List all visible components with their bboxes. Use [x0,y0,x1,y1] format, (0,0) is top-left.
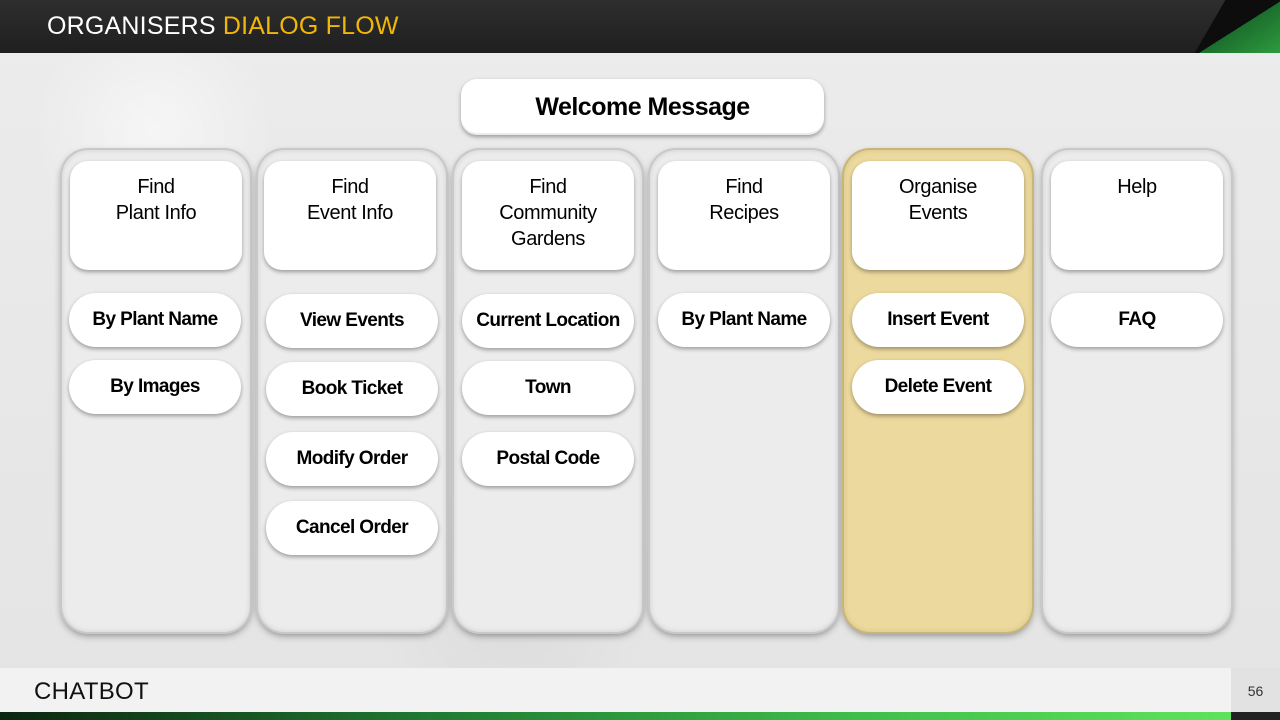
bottom-bar-end [1231,712,1280,720]
page-number: 56 [1247,683,1264,699]
column-title-line: Community [499,202,597,224]
column-title-box: Find Event Info [264,161,436,270]
slide-title: ORGANISERS DIALOG FLOW [47,12,399,41]
column-find-community-gardens: Find Community Gardens Current Location … [454,150,642,632]
column-title-line: Find [725,176,763,198]
column-title-line: Find [137,176,175,198]
column-title-box: Help [1051,161,1223,270]
column-help: Help FAQ [1043,150,1231,632]
option-cancel-order: Cancel Order [266,501,438,555]
column-title-box: Find Recipes [658,161,830,270]
column-title-line: Organise [899,176,977,198]
column-organise-events: Organise Events Insert Event Delete Even… [844,150,1032,632]
column-title-line: Find [331,176,369,198]
option-postal-code: Postal Code [462,432,634,486]
option-faq: FAQ [1051,293,1223,347]
footer-bar [0,668,1231,712]
column-title-line: Find [529,176,567,198]
column-find-plant-info: Find Plant Info By Plant Name By Images [62,150,250,632]
option-current-location: Current Location [462,294,634,348]
column-title-line: Help [1117,176,1157,198]
bottom-gradient-bar [0,712,1231,720]
page-number-box [1231,668,1280,712]
column-title-line: Gardens [511,228,585,250]
column-title-line: Events [908,202,968,224]
option-insert-event: Insert Event [852,293,1024,347]
slide-title-main: ORGANISERS [47,12,216,40]
column-title-box: Find Plant Info [70,161,242,270]
option-delete-event: Delete Event [852,360,1024,414]
column-find-recipes: Find Recipes By Plant Name [650,150,838,632]
option-by-plant-name: By Plant Name [658,293,830,347]
column-title-box: Organise Events [852,161,1024,270]
header-bar [0,0,1280,53]
column-title-line: Event Info [306,202,394,224]
option-book-ticket: Book Ticket [266,362,438,416]
column-title-box: Find Community Gardens [462,161,634,270]
footer-label: CHATBOT [34,678,149,705]
option-modify-order: Modify Order [266,432,438,486]
option-by-plant-name: By Plant Name [69,293,241,347]
column-title-line: Recipes [709,202,779,224]
column-find-event-info: Find Event Info View Events Book Ticket … [258,150,446,632]
column-title-line: Plant Info [115,202,197,224]
option-view-events: View Events [266,294,438,348]
header-accent-stripe [1194,0,1280,53]
option-by-images: By Images [69,360,241,414]
slide-title-accent: DIALOG FLOW [222,12,399,40]
option-town: Town [462,361,634,415]
welcome-message-node: Welcome Message [461,79,824,135]
